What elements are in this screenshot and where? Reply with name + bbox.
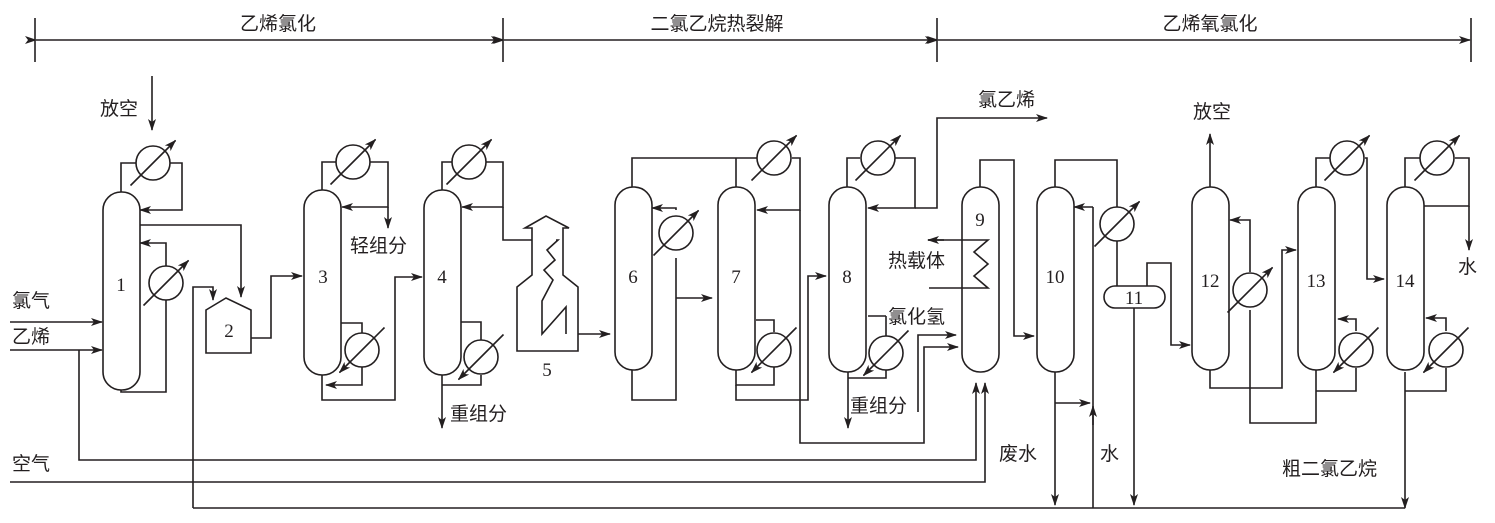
heat-exchanger-icon — [329, 138, 377, 186]
equipment-tag: 12 — [1201, 271, 1220, 292]
label-vent: 放空 — [100, 98, 138, 120]
equipment-tag: 4 — [437, 267, 447, 288]
heat-exchanger-icon — [142, 259, 190, 307]
section-headers: 乙烯氯化 二氯乙烷热裂解 乙烯氧氯化 — [25, 13, 1472, 62]
label-heavy-ends: 重组分 — [850, 395, 907, 417]
label-vinyl-chloride: 氯乙烯 — [978, 89, 1035, 111]
label-chlorine: 氯气 — [12, 290, 50, 312]
label-ethylene: 乙烯 — [12, 326, 50, 348]
column-8: 8 — [828, 186, 867, 373]
heat-exchanger-icon — [129, 139, 177, 187]
column-4: 4 — [423, 189, 462, 376]
reactor-2: 2 — [205, 297, 252, 354]
heat-exchanger-icon — [1332, 326, 1380, 374]
equipment-tag: 14 — [1396, 271, 1416, 292]
section-label-ethylene-chlorination: 乙烯氯化 — [240, 13, 316, 35]
equipment-tag: 11 — [1125, 288, 1143, 309]
heat-exchanger-icon — [1226, 266, 1274, 314]
label-water: 水 — [1100, 443, 1119, 465]
stream-labels: 放空 氯气 乙烯 轻组分 重组分 氯乙烯 热载体 氯化氢 重组分 空气 废水 水… — [12, 89, 1477, 480]
column-14: 14 — [1386, 186, 1425, 371]
heat-exchanger-icon — [862, 329, 910, 377]
heat-exchanger-icon — [750, 134, 798, 182]
furnace-5: 5 — [516, 215, 579, 381]
label-water: 水 — [1458, 256, 1477, 278]
piping — [10, 76, 1473, 509]
label-light-ends: 轻组分 — [350, 235, 407, 257]
drum-11: 11 — [1103, 285, 1166, 309]
equipment-tag: 6 — [628, 267, 638, 288]
column-13: 13 — [1297, 186, 1336, 371]
heat-exchanger-icon — [1323, 134, 1371, 182]
label-heat-carrier: 热载体 — [888, 250, 945, 272]
column-1: 1 — [102, 191, 141, 391]
column-12: 12 — [1191, 186, 1230, 371]
equipment-tag: 8 — [842, 267, 852, 288]
heat-exchangers — [129, 134, 1470, 381]
column-10: 10 — [1036, 186, 1075, 373]
heat-exchanger-icon — [457, 333, 505, 381]
equipment-tag: 10 — [1046, 267, 1065, 288]
heat-exchanger-icon — [1413, 134, 1461, 182]
equipment-tag: 2 — [224, 321, 234, 342]
equipment-tag: 9 — [975, 210, 985, 231]
heat-exchanger-icon — [1422, 326, 1470, 374]
heat-exchanger-icon — [445, 138, 493, 186]
heat-exchanger-icon — [1093, 200, 1141, 248]
heat-exchanger-icon — [750, 326, 798, 374]
equipment-tag: 3 — [318, 267, 328, 288]
section-label-oxychlorination: 乙烯氧氯化 — [1162, 13, 1257, 35]
heat-exchanger-icon — [652, 209, 700, 257]
reactor-9: 9 — [927, 186, 1000, 373]
column-3: 3 — [303, 189, 342, 376]
equipment-tag: 1 — [116, 275, 126, 296]
equipment-tag: 7 — [731, 267, 741, 288]
label-hydrogen-chloride: 氯化氢 — [888, 306, 945, 328]
label-waste-water: 废水 — [999, 443, 1037, 465]
label-heavy-ends: 重组分 — [450, 403, 507, 425]
column-6: 6 — [614, 186, 653, 371]
label-air: 空气 — [12, 453, 50, 475]
heat-exchanger-icon — [854, 134, 902, 182]
column-7: 7 — [717, 186, 756, 371]
label-crude-edc: 粗二氯乙烷 — [1282, 458, 1377, 480]
heat-exchanger-icon — [338, 326, 386, 374]
equipment-tag: 13 — [1307, 271, 1326, 292]
label-vent: 放空 — [1193, 101, 1231, 123]
section-label-edc-cracking: 二氯乙烷热裂解 — [650, 13, 783, 35]
equipment-tag: 5 — [542, 360, 552, 381]
